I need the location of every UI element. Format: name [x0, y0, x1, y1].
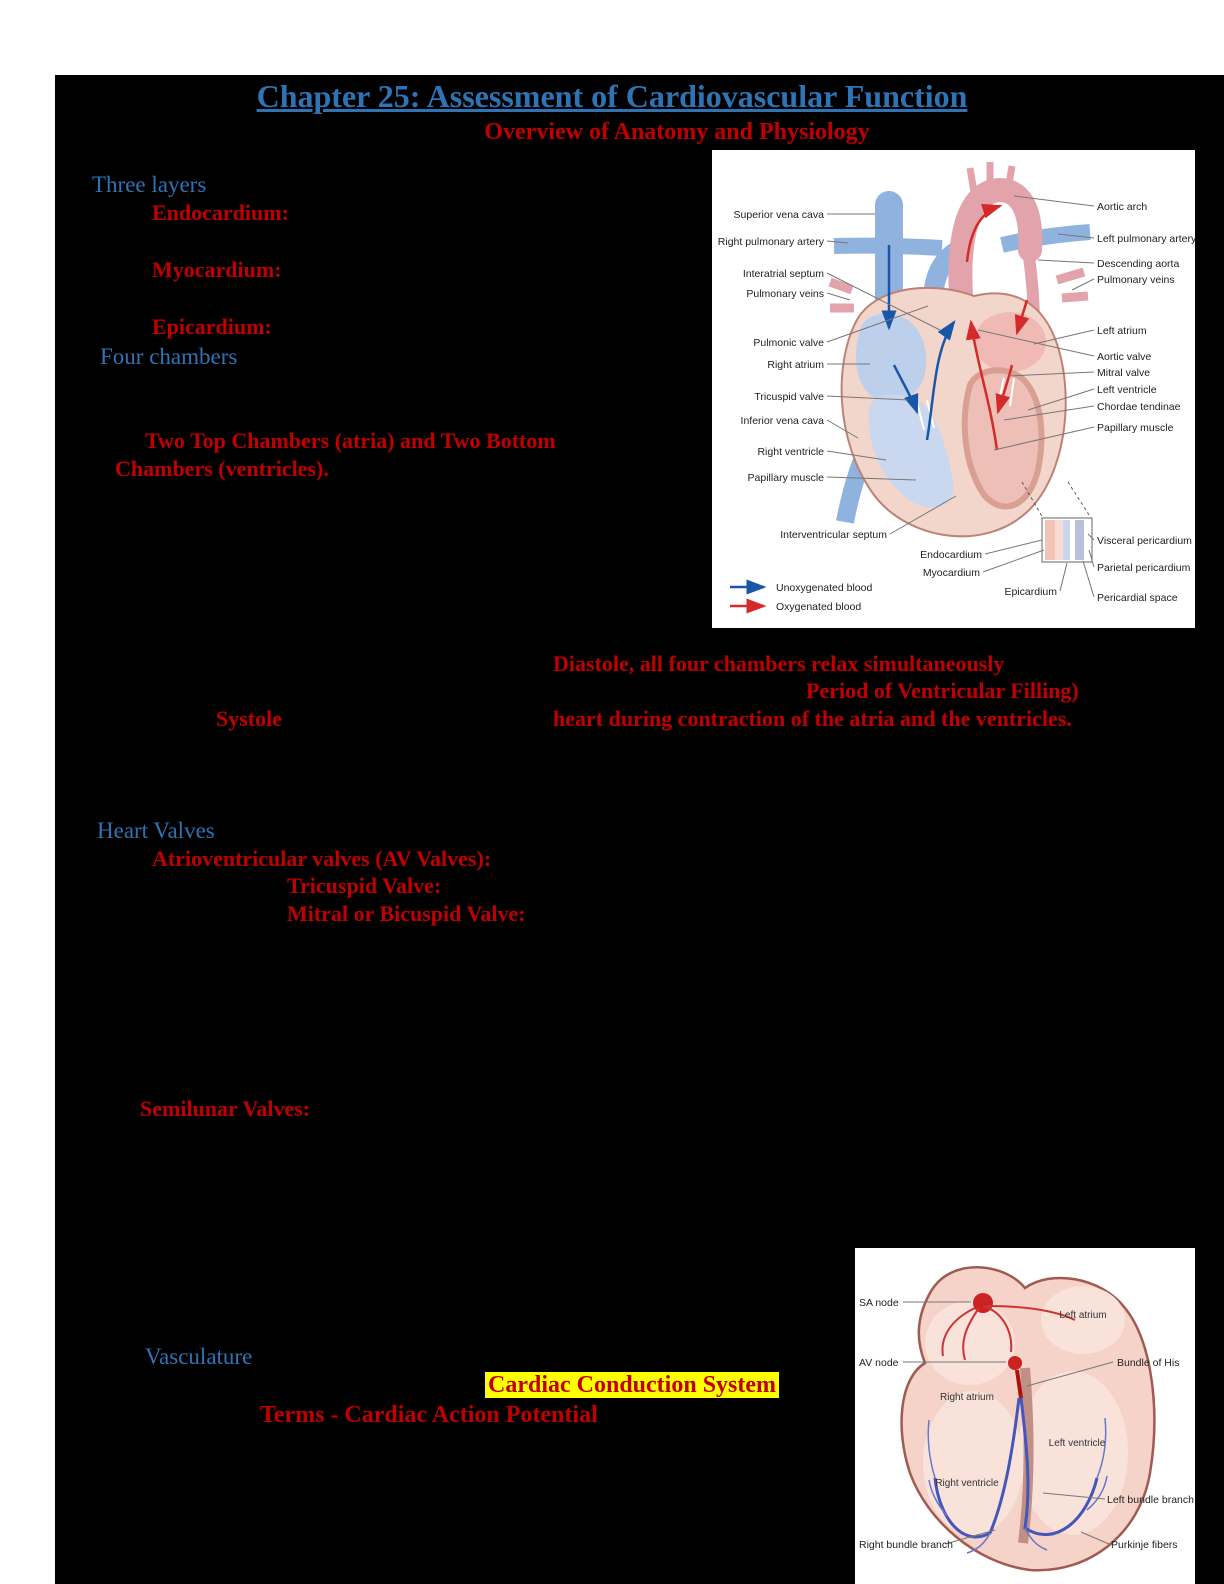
- heading-cardiac-conduction: Cardiac Conduction System: [485, 1372, 780, 1399]
- label-right-bundle-branch: Right bundle branch: [859, 1539, 953, 1551]
- legend-unoxygenated-label: Unoxygenated blood: [776, 582, 872, 594]
- conduction-heart-illustration: [900, 1266, 1156, 1572]
- page-title: Chapter 25: Assessment of Cardiovascular…: [256, 78, 968, 114]
- right-pulmonary-veins-shape: [828, 277, 854, 313]
- heart-anatomy-figure: Superior vena cava Right pulmonary arter…: [712, 150, 1195, 628]
- term-endocardium: Endocardium:: [152, 200, 289, 225]
- systole-desc: heart during contraction of the atria an…: [553, 706, 1072, 731]
- heart-illustration: [828, 162, 1093, 563]
- label-left-bundle-branch: Left bundle branch: [1107, 1494, 1194, 1506]
- label-chordae-tendinae: Chordae tendinae: [1097, 401, 1181, 413]
- label-right-ventricle-inner: Right ventricle: [935, 1478, 999, 1489]
- left-ventricle-shape: [961, 367, 1045, 510]
- sa-node-shape: [973, 1293, 993, 1313]
- leader-lines: [826, 195, 1095, 598]
- label-pulmonic-valve: Pulmonic valve: [753, 337, 824, 349]
- diastole-line: Diastole, all four chambers relax simult…: [553, 651, 1005, 676]
- purkinje-fibers-shape: [927, 1417, 1108, 1554]
- pericardium-inset: [1021, 481, 1093, 563]
- conduction-system-svg: SA node AV node Right atrium Left atrium…: [859, 1266, 1194, 1572]
- atrial-conduction-paths: [941, 1305, 1076, 1361]
- label-myocardium: Myocardium: [923, 567, 980, 579]
- label-papillary-muscle-right: Papillary muscle: [1097, 422, 1174, 434]
- heart-anatomy-svg: Superior vena cava Right pulmonary arter…: [718, 162, 1195, 614]
- conduction-leader-lines: [903, 1301, 1114, 1545]
- label-right-ventricle: Right ventricle: [757, 446, 824, 458]
- term-mitral: Mitral or Bicuspid Valve:: [287, 901, 526, 926]
- label-interventricular-septum: Interventricular septum: [780, 529, 887, 541]
- left-pulmonary-veins-shape: [1055, 267, 1089, 303]
- right-label-group: Aortic arch Left pulmonary artery Descen…: [1097, 201, 1195, 604]
- label-parietal-pericardium: Parietal pericardium: [1097, 562, 1191, 574]
- term-av-valves: Atrioventricular valves (AV Valves):: [152, 846, 492, 871]
- label-tricuspid-valve: Tricuspid valve: [754, 391, 824, 403]
- label-epicardium: Epicardium: [1004, 586, 1057, 598]
- label-pulmonary-veins-right: Pulmonary veins: [1097, 274, 1175, 286]
- chambers-line2: Chambers (ventricles).: [115, 456, 329, 481]
- label-aortic-valve: Aortic valve: [1097, 351, 1151, 363]
- label-pulmonary-veins-left: Pulmonary veins: [746, 288, 824, 300]
- label-visceral-pericardium: Visceral pericardium: [1097, 535, 1192, 547]
- label-mitral-valve: Mitral valve: [1097, 367, 1150, 379]
- legend-oxygenated-label: Oxygenated blood: [776, 601, 861, 613]
- right-atrium-region: [925, 1301, 1015, 1385]
- label-endocardium: Endocardium: [920, 549, 982, 561]
- unoxygenated-flow-arrows: [881, 245, 956, 441]
- chambers-line1: Two Top Chambers (atria) and Two Bottom: [145, 428, 556, 453]
- right-atrium-shape: [855, 313, 927, 402]
- right-ventricle-region: [923, 1391, 1023, 1535]
- term-systole: Systole: [216, 706, 282, 731]
- label-bundle-of-his: Bundle of His: [1117, 1357, 1179, 1369]
- label-purkinje-fibers: Purkinje fibers: [1111, 1539, 1178, 1551]
- label-right-atrium-inner: Right atrium: [940, 1392, 994, 1403]
- label-left-ventricle: Left ventricle: [1097, 384, 1157, 396]
- legend: Unoxygenated blood Oxygenated blood: [730, 579, 872, 614]
- term-semilunar: Semilunar Valves:: [140, 1096, 311, 1121]
- heading-three-layers: Three layers: [92, 172, 207, 197]
- label-sa-node: SA node: [859, 1297, 899, 1309]
- heading-vasculature: Vasculature: [145, 1344, 253, 1369]
- label-pericardial-space: Pericardial space: [1097, 592, 1178, 604]
- label-papillary-muscle-left: Papillary muscle: [748, 472, 825, 484]
- conduction-labels: SA node AV node Right atrium Left atrium…: [859, 1297, 1194, 1551]
- bundle-of-his-shape: [1015, 1369, 1023, 1399]
- label-left-ventricle-inner: Left ventricle: [1049, 1438, 1106, 1449]
- label-left-atrium: Left atrium: [1097, 325, 1147, 337]
- term-epicardium: Epicardium:: [152, 314, 272, 339]
- term-tricuspid: Tricuspid Valve:: [287, 873, 442, 898]
- label-left-atrium-inner: Left atrium: [1059, 1310, 1106, 1321]
- label-aortic-arch: Aortic arch: [1097, 201, 1147, 213]
- left-atrium-shape: [974, 312, 1046, 372]
- label-right-pulmonary-artery: Right pulmonary artery: [718, 236, 825, 248]
- ventricular-filling-line: Period of Ventricular Filling): [806, 678, 1079, 703]
- conduction-system-figure: SA node AV node Right atrium Left atrium…: [855, 1248, 1195, 1584]
- page-subtitle: Overview of Anatomy and Physiology: [484, 119, 870, 145]
- label-right-atrium: Right atrium: [767, 359, 824, 371]
- left-atrium-region: [1041, 1286, 1125, 1354]
- arch-branches-shape: [966, 162, 1016, 193]
- label-av-node: AV node: [859, 1357, 899, 1369]
- term-myocardium: Myocardium:: [152, 257, 282, 282]
- heading-four-chambers: Four chambers: [100, 344, 238, 369]
- label-interatrial-septum: Interatrial septum: [743, 268, 824, 280]
- label-inferior-vena-cava: Inferior vena cava: [741, 415, 825, 427]
- left-ventricle-region: [1018, 1371, 1128, 1535]
- av-node-shape: [1008, 1356, 1022, 1370]
- label-descending-aorta: Descending aorta: [1097, 258, 1179, 270]
- heading-heart-valves: Heart Valves: [97, 818, 215, 843]
- oxygenated-flow-arrows: [965, 203, 1030, 451]
- heading-terms-action-potential: Terms - Cardiac Action Potential: [260, 1402, 598, 1428]
- left-label-group: Superior vena cava Right pulmonary arter…: [718, 209, 1057, 598]
- highlighted-text: Cardiac Conduction System: [485, 1372, 780, 1398]
- label-superior-vena-cava: Superior vena cava: [734, 209, 825, 221]
- left-pulmonary-artery-shape: [1000, 224, 1091, 253]
- label-left-pulmonary-artery: Left pulmonary artery: [1097, 233, 1195, 245]
- aortic-arch-shape: [948, 177, 1043, 322]
